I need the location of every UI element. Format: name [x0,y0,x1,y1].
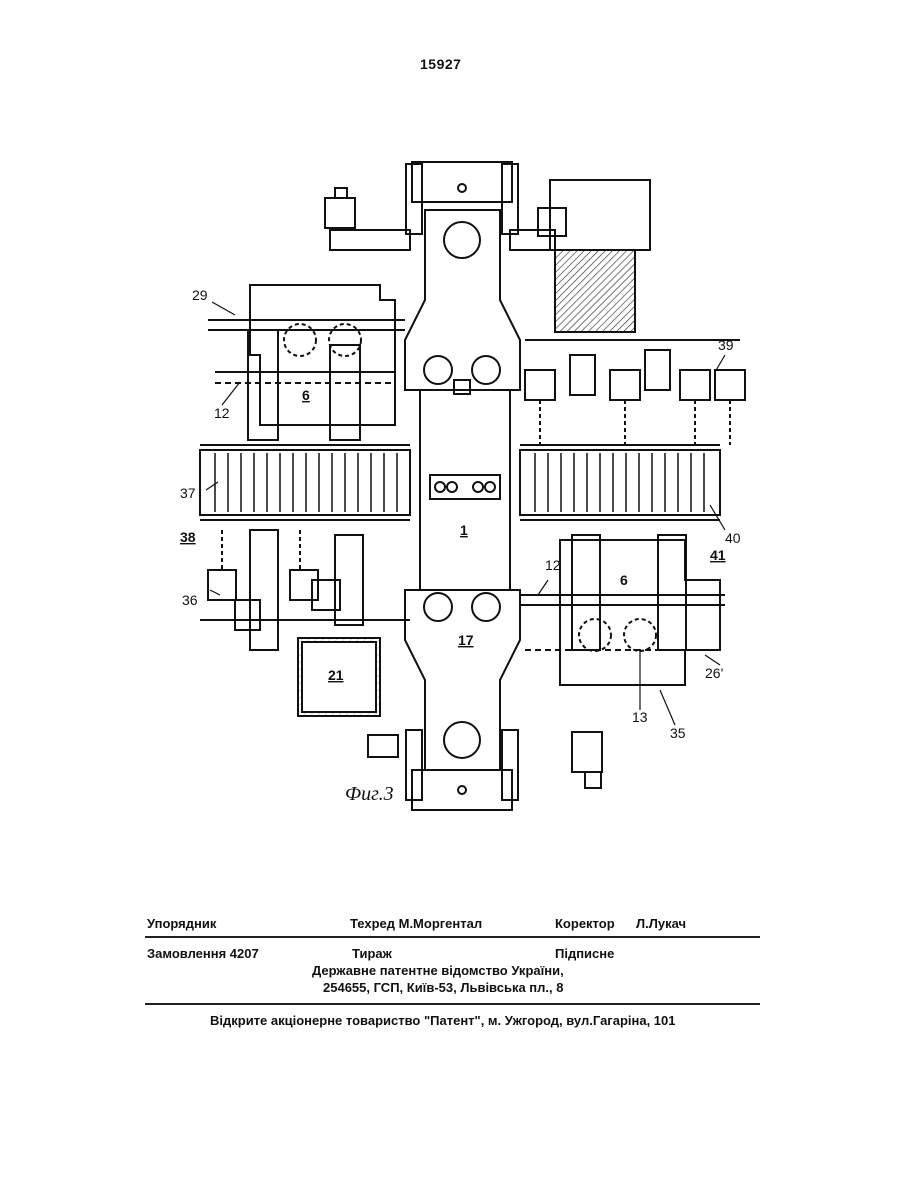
label-6-right: 6 [620,572,628,588]
label-1: 1 [460,522,468,538]
label-21: 21 [328,667,344,683]
bottom-frame [412,770,512,810]
label-38: 38 [180,529,196,545]
center-bearing [430,475,500,499]
techred-label: Техред М.Моргентал [350,916,482,931]
label-36: 36 [182,592,198,608]
label-12-left: 12 [214,405,230,421]
left-lower-cylinders [200,530,410,650]
label-37: 37 [180,485,196,501]
label-26-prime: 26' [705,665,723,681]
upper-lever [405,210,520,390]
label-39: 39 [718,337,734,353]
chain-teeth [215,453,704,512]
label-17: 17 [458,632,474,648]
figure-caption: Фиг.3 [345,783,394,805]
label-12-right: 12 [545,557,561,573]
corrector-name: Л.Лукач [636,916,686,931]
right-upper-cylinders [525,340,745,445]
right-chain-40 [520,450,720,515]
label-29: 29 [192,287,208,303]
corrector-label: Коректор [555,916,615,931]
left-chain-37 [200,450,410,515]
publisher-line-2: 254655, ГСП, Київ-53, Львівська пл., 8 [323,980,563,995]
technical-drawing: 29 12 6 37 38 36 21 1 17 12 6 39 40 41 2… [140,150,780,830]
drawing-svg: 29 12 6 37 38 36 21 1 17 12 6 39 40 41 2… [140,150,780,830]
top-frame [412,162,512,202]
label-6-left: 6 [302,387,310,403]
subscription-label: Підписне [555,946,614,961]
divider-bottom [145,1003,760,1005]
order-number: Замовлення 4207 [147,946,259,961]
left-block-6 [250,285,395,425]
publisher-line-1: Державне патентне відомство України, [312,963,564,978]
label-35: 35 [670,725,686,741]
central-column [420,390,510,590]
label-40: 40 [725,530,741,546]
printer-line: Відкрите акціонерне товариство "Патент",… [210,1013,676,1028]
label-41: 41 [710,547,726,563]
label-13: 13 [632,709,648,725]
page-number: 15927 [420,56,461,72]
divider-top [145,936,760,938]
circulation-label: Тираж [352,946,392,961]
compiler-label: Упорядник [147,916,216,931]
